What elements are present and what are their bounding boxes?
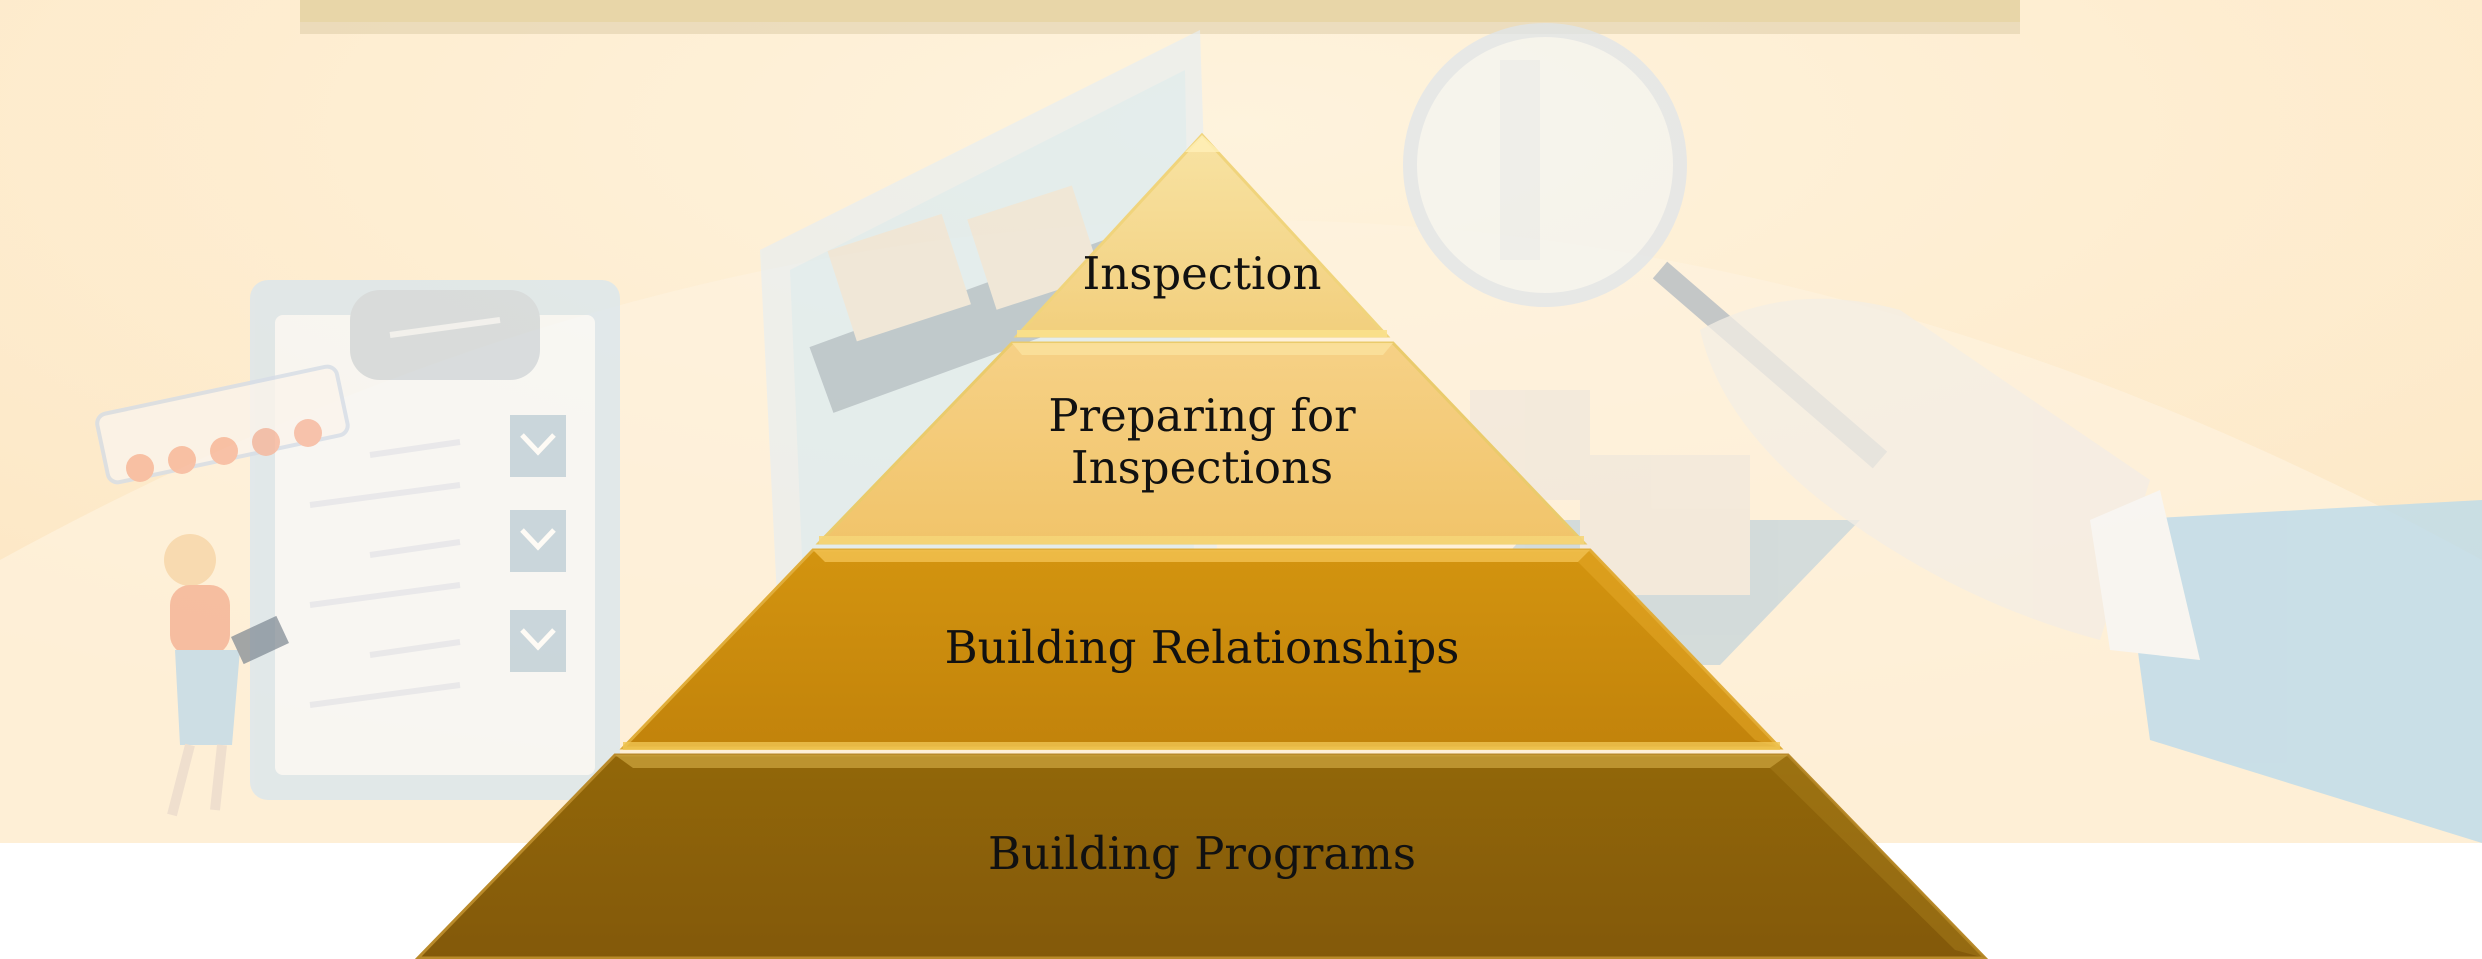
layer-label-building-relationships: Building Relationships [944,621,1460,674]
person-with-laptop-icon [164,534,289,817]
pyramid-layer-building-programs [414,753,1989,959]
pyramid-layer-preparing-for-inspections [815,341,1588,545]
layer-label-building-programs: Building Programs [988,827,1416,880]
hand-icon [1700,298,2482,843]
star-rating-icon [95,364,350,485]
pyramid-layer-inspection [1013,132,1391,338]
layer-label-inspection: Inspection [1082,247,1322,300]
pyramid-layer-building-relationships [619,548,1784,750]
layer-label-preparing-for-inspections: Preparing for Inspections [1048,389,1356,494]
